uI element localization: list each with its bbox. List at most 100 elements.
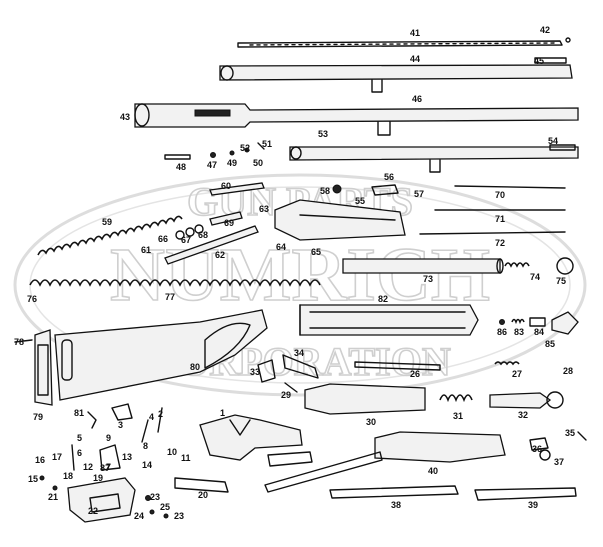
callout-57: 57 [414, 189, 424, 199]
callout-15: 15 [28, 474, 38, 484]
callout-82: 82 [378, 294, 388, 304]
callout-81: 81 [74, 408, 84, 418]
part-barrel-short [289, 144, 579, 173]
callout-4: 4 [149, 412, 154, 422]
callout-56: 56 [384, 172, 394, 182]
callout-50: 50 [253, 158, 263, 168]
part-forend [299, 304, 479, 336]
callout-27: 27 [512, 369, 522, 379]
callout-37: 37 [554, 457, 564, 467]
part-trigger-plate [39, 444, 169, 523]
callout-83: 83 [514, 327, 524, 337]
callout-19: 19 [93, 473, 103, 483]
callout-74: 74 [530, 272, 540, 282]
callout-9: 9 [106, 433, 111, 443]
callout-71: 71 [495, 214, 505, 224]
callout-5: 5 [77, 433, 82, 443]
callout-52: 52 [240, 143, 250, 153]
callout-45: 45 [534, 56, 544, 66]
part-magazine-tube [164, 182, 265, 265]
callout-87: 87 [100, 463, 110, 473]
callout-59: 59 [102, 217, 112, 227]
callout-47: 47 [207, 160, 217, 170]
callout-16: 16 [35, 455, 45, 465]
callout-24: 24 [134, 511, 144, 521]
callout-54: 54 [548, 136, 558, 146]
callout-35: 35 [565, 428, 575, 438]
part-rib [237, 37, 571, 48]
part-callout-labels: 1 2 3 4 5 6 7 8 9 10 11 12 13 14 15 16 1… [14, 25, 575, 521]
callout-28: 28 [563, 366, 573, 376]
callout-34: 34 [294, 348, 304, 358]
callout-69: 69 [224, 218, 234, 228]
callout-84: 84 [534, 327, 544, 337]
callout-31: 31 [453, 411, 463, 421]
callout-23b: 23 [174, 511, 184, 521]
callout-43: 43 [120, 112, 130, 122]
part-cap-assembly [499, 311, 579, 335]
callout-68: 68 [198, 230, 208, 240]
callout-18: 18 [63, 471, 73, 481]
callout-48: 48 [176, 162, 186, 172]
callout-12: 12 [83, 462, 93, 472]
callout-21: 21 [48, 492, 58, 502]
callout-23a: 23 [150, 492, 160, 502]
callout-78: 78 [14, 337, 24, 347]
callout-32: 32 [518, 410, 528, 420]
callout-40: 40 [428, 466, 438, 476]
callout-67: 67 [181, 235, 191, 245]
part-rods [419, 185, 566, 235]
callout-36: 36 [532, 444, 542, 454]
callout-70: 70 [495, 190, 505, 200]
callout-39: 39 [528, 500, 538, 510]
callout-53: 53 [318, 129, 328, 139]
part-spring-77 [29, 279, 321, 287]
callout-66: 66 [158, 234, 168, 244]
callout-20: 20 [198, 490, 208, 500]
callout-61: 61 [141, 245, 151, 255]
part-bolt-group [304, 361, 564, 415]
callout-42: 42 [540, 25, 550, 35]
part-small-pins-top [164, 142, 265, 160]
part-spring-59 [37, 215, 183, 256]
callout-14: 14 [142, 460, 152, 470]
part-receiver-guide [274, 184, 406, 241]
callout-55: 55 [355, 196, 365, 206]
callout-62: 62 [215, 250, 225, 260]
part-barrel-lower [134, 103, 579, 136]
callout-29: 29 [281, 390, 291, 400]
callout-80: 80 [190, 362, 200, 372]
callout-1: 1 [220, 408, 225, 418]
callout-22: 22 [88, 506, 98, 516]
callout-46: 46 [412, 94, 422, 104]
callout-7: 7 [106, 462, 111, 472]
callout-11: 11 [181, 453, 191, 463]
callout-86: 86 [497, 327, 507, 337]
callout-85: 85 [545, 339, 555, 349]
callout-72: 72 [495, 238, 505, 248]
callout-2: 2 [158, 409, 163, 419]
callout-49: 49 [227, 158, 237, 168]
callout-76: 76 [27, 294, 37, 304]
callout-65: 65 [311, 247, 321, 257]
callout-58: 58 [320, 186, 330, 196]
part-tube-73 [342, 257, 574, 275]
callout-26: 26 [410, 369, 420, 379]
part-carrier-40 [264, 431, 587, 501]
callout-75: 75 [556, 276, 566, 286]
part-levers-center [257, 354, 319, 393]
callout-10: 10 [167, 447, 177, 457]
callout-25: 25 [160, 502, 170, 512]
callout-38: 38 [391, 500, 401, 510]
callout-33: 33 [250, 367, 260, 377]
part-stock [14, 309, 268, 406]
part-trigger-group [87, 403, 313, 493]
callout-30: 30 [366, 417, 376, 427]
callout-79: 79 [33, 412, 43, 422]
callout-60: 60 [221, 181, 231, 191]
callout-17: 17 [52, 452, 62, 462]
callout-63: 63 [259, 204, 269, 214]
callout-13: 13 [122, 452, 132, 462]
